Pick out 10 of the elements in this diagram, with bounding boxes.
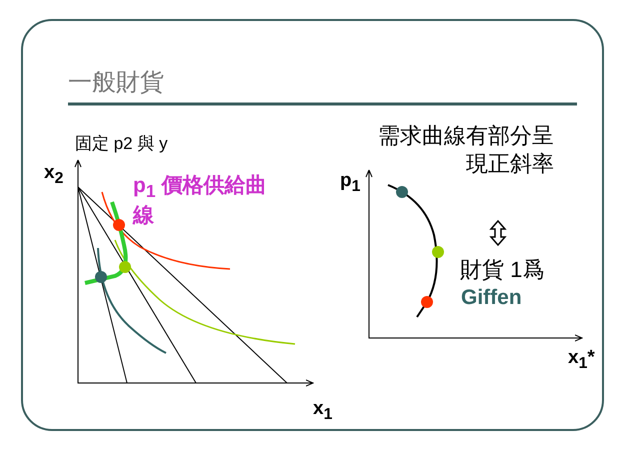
slide-title: 一般財貨 [68, 68, 164, 98]
axis-note: 固定 p2 與 y [75, 133, 168, 155]
axis-label: p$_{1}$ [340, 170, 360, 196]
curve-label: p$_{1}$ 價格供給曲線 [133, 173, 268, 230]
axis-label: x$_{1}$* [568, 347, 595, 373]
axis-label: x$_{1}$ [313, 398, 332, 424]
annotation-text: 財貨 1爲 [460, 256, 544, 284]
annotation-text: Giffen [461, 286, 522, 310]
axis-label: x$_{2}$ [44, 162, 64, 188]
annotation-text: 需求曲線有部分呈現正斜率 [377, 122, 554, 177]
